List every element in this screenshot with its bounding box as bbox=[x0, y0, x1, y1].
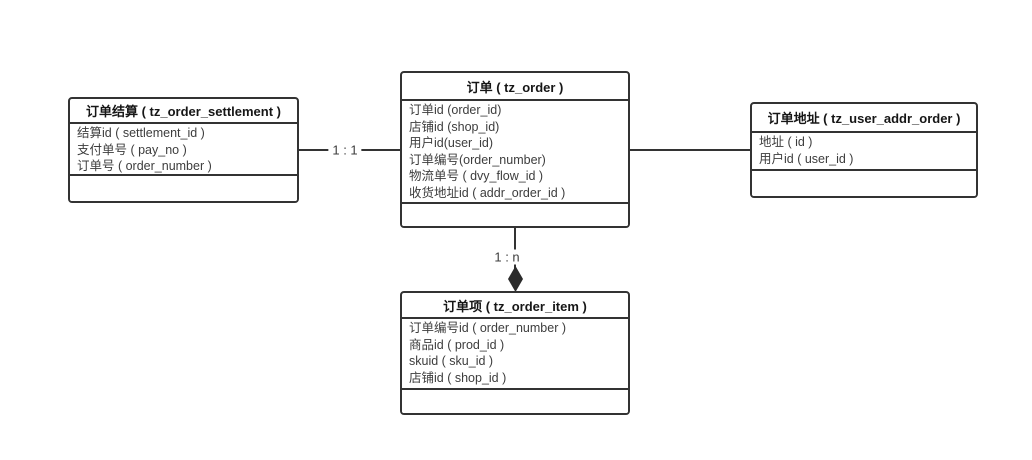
entity-order[interactable]: 订单 ( tz_order ) 订单id (order_id) 店铺id (sh… bbox=[400, 71, 630, 228]
field: 商品id ( prod_id ) bbox=[409, 337, 505, 352]
field: 订单号 ( order_number ) bbox=[77, 159, 212, 173]
cardinality-label-one-to-one: 1 : 1 bbox=[328, 142, 362, 158]
entity-title: 订单结算 ( tz_order_settlement ) bbox=[70, 99, 297, 124]
connector-order-item[interactable] bbox=[514, 226, 516, 272]
field: skuid ( sku_id ) bbox=[409, 354, 494, 368]
entity-title: 订单 ( tz_order ) bbox=[402, 73, 628, 101]
field: 用户id ( user_id ) bbox=[759, 151, 854, 166]
diamond-arrow-icon bbox=[508, 266, 523, 292]
cardinality-label-one-to-n: 1 : n bbox=[490, 249, 524, 265]
field: 支付单号 ( pay_no ) bbox=[77, 142, 187, 157]
entity-empty-section bbox=[402, 390, 628, 413]
entity-title: 订单地址 ( tz_user_addr_order ) bbox=[752, 104, 976, 133]
entity-order-settlement[interactable]: 订单结算 ( tz_order_settlement ) 结算id ( sett… bbox=[68, 97, 299, 203]
entity-empty-section bbox=[402, 204, 628, 226]
field: 订单编号id ( order_number ) bbox=[409, 321, 566, 335]
field: 收货地址id ( addr_order_id ) bbox=[409, 185, 566, 200]
field: 店铺id (shop_id) bbox=[409, 119, 500, 134]
entity-fields: 地址 ( id ) 用户id ( user_id ) bbox=[752, 133, 976, 171]
connector-order-addr[interactable] bbox=[628, 149, 752, 151]
entity-user-addr-order[interactable]: 订单地址 ( tz_user_addr_order ) 地址 ( id ) 用户… bbox=[750, 102, 978, 198]
field: 地址 ( id ) bbox=[759, 135, 813, 149]
entity-fields: 结算id ( settlement_id ) 支付单号 ( pay_no ) 订… bbox=[70, 124, 297, 176]
entity-fields: 订单id (order_id) 店铺id (shop_id) 用户id(user… bbox=[402, 101, 628, 204]
entity-empty-section bbox=[752, 171, 976, 196]
field: 订单编号(order_number) bbox=[409, 152, 546, 167]
field: 店铺id ( shop_id ) bbox=[409, 370, 507, 385]
entity-order-item[interactable]: 订单项 ( tz_order_item ) 订单编号id ( order_num… bbox=[400, 291, 630, 415]
entity-empty-section bbox=[70, 176, 297, 201]
entity-title: 订单项 ( tz_order_item ) bbox=[402, 293, 628, 319]
entity-fields: 订单编号id ( order_number ) 商品id ( prod_id )… bbox=[402, 319, 628, 390]
field: 用户id(user_id) bbox=[409, 136, 494, 150]
field: 物流单号 ( dvy_flow_id ) bbox=[409, 169, 544, 183]
field: 订单id (order_id) bbox=[409, 103, 502, 117]
field: 结算id ( settlement_id ) bbox=[77, 126, 205, 140]
